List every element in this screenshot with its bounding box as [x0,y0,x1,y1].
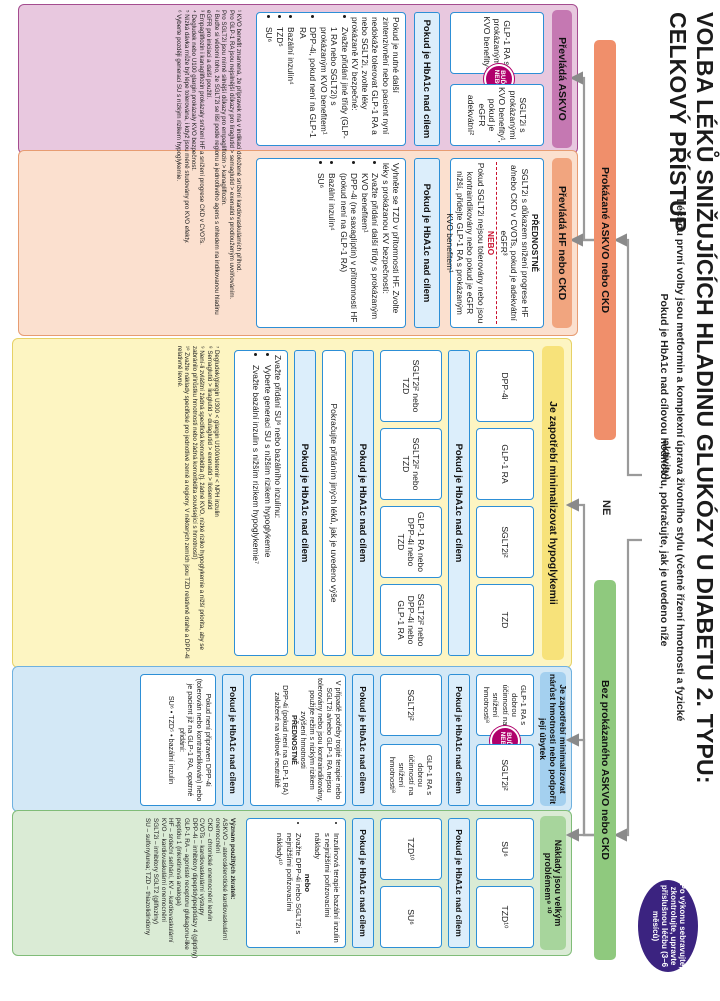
hf-text-box: Vyhněte se TZD v přítomnosti HF. Zvolte … [256,158,406,328]
cost-hba1c-2: Pokud je HbA1c nad cílem [352,818,374,948]
ascvd-sglt2-box: SGLT2i s prokázanými KVO benefity¹, poku… [450,84,544,146]
hypo-final-2: Vyberte generaci SU s nižším rizikem hyp… [263,365,273,651]
hf-nebo-label: NEBO [485,162,497,324]
abbrev-item-1: ASKVO – aterosklerotické kardiovaskulárn… [213,818,229,941]
hf-header: Převládá HF nebo CKD [552,158,572,328]
cost-l1-su: SU⁶ [476,818,534,880]
weight-final-list: SU⁶ • TZD⁵ • bazální inzulin [166,695,176,785]
abbrev-item-2: CKD – chronické onemocnění ledvin [205,818,213,922]
footnote-left-4: ² Buďte si vědomi toho, že SGLT2i se liš… [205,10,220,315]
weight-pref-text: DPP-4i (pokud není na GLP-1 RA) založené… [272,685,291,795]
cost-bullet-1: Inzulinová terapie bazální inzulin s nej… [313,833,342,943]
cost-nebo: nebo [303,873,313,893]
cost-l1-tzd: TZD¹⁰ [476,886,534,948]
branch-no-ascvd-ckd: Bez prokázaného ASKVO nebo CKD [594,580,616,960]
ascvd-text-box: Pokud je nutné další zintenzivnění nebo … [256,12,406,146]
cost-l2-tzd: TZD¹⁰ [380,818,442,880]
weight-l2-glp1: GLP-1 RA s dobrou účinností na snížení h… [380,744,442,806]
footnote-left-2: Pro GLP-1 RA jsou nejsilnější důkazy pro… [227,10,235,300]
hypo-l1-tzd: TZD [476,584,534,656]
cost-final-box: Inzulinová terapie bazální inzulin s nej… [246,818,346,948]
hf-pref-text: SGLT2i s důkazem snížení progrese HF a/n… [499,165,530,321]
branch-proven-ascvd-ckd: Prokázané ASKVO nebo CKD [594,40,616,440]
hypo-l1-dpp4: DPP-4i [476,350,534,422]
hf-hba1c-box: Pokud je HbA1c nad cílem [414,158,440,328]
review-circle: Po výkonu sebravujte, zkontrolujte, upra… [638,880,698,972]
footnotes-left: ¹ KVO benefit znamená, že přípravek má v… [175,10,243,330]
hf-alt-text: Pokud SGLT2i nejsou tolerovány nebo jsou… [445,162,486,324]
ne-label: NE [600,500,612,516]
footnote-mid-1: ⁷ Degludek/glargin U300 < glargin U100/d… [213,346,220,517]
hf-bullet-2: DPP-4i (ne saxagliptin) v přítomnosti HF… [339,173,359,323]
weight-hba1c-3: Pokud je HbA1c nad cílem [222,674,244,806]
hypo-hba1c-2: Pokud je HbA1c nad cílem [352,350,374,656]
hf-pref-title: PŘEDNOSTNĚ [530,213,540,273]
footnote-mid-4: ¹⁰ Zvažte náklady specifické pro jednotl… [175,346,191,659]
hf-bullet-3: Bazální inzulin⁴ [327,173,338,323]
hf-bullet-1: Zvažte přidání další třídy s prokázaným … [360,173,380,323]
ascvd-text-intro: Pokud je nutné další zintenzivnění nebo … [350,17,401,135]
ascvd-bullet-4: TZD⁵ [275,27,285,141]
weight-pref-title: PŘEDNOSTNĚ [290,715,300,765]
hypo-l2-2: SGLT2i² nebo TZD [380,428,442,500]
weight-l1-sglt2: SGLT2i² [476,744,534,806]
abbrev-item-4: DPP-4i – inhibitory dipeptidylpeptidázy … [190,818,198,959]
weight-final-intro: Pokud není připraven DPP-4i (tolerován n… [177,678,213,802]
footnote-left-3: Pro SGLT2i jsou mírně silnější důkazy pr… [220,10,228,206]
cost-l2-su: SU⁶ [380,886,442,948]
cost-hba1c-1: Pokud je HbA1c nad cílem [448,818,470,948]
weight-pref-intro: V případě potřeby trojité terapie nebo S… [298,678,343,802]
hf-bullet-4: SU⁶ [316,173,326,323]
abbreviations: Význam použitých zkratek: ASKVO – ateros… [144,818,236,968]
footnote-left-1: ¹ KVO benefit znamená, že přípravek má v… [235,10,242,273]
abbrev-title: Význam použitých zkratek: [229,818,236,900]
cost-bullet-2: Zvažte DPP-4i nebo SGLT2i s nejnižšími p… [275,833,304,943]
footnotes-mid: ⁷ Degludek/glargin U300 < glargin U100/d… [175,346,220,662]
hypo-l2-4: SGLT2i² nebo DPP-4i nebo GLP-1 RA [380,584,442,656]
hypo-hba1c-3: Pokud je HbA1c nad cílem [294,350,316,656]
intro-line-2: Pokud je HbA1c nad cílovou hodnotou, pok… [658,293,670,647]
cost-header: Náklady jsou velkým problémem⁹ ¹⁰ [540,816,566,950]
footnote-left-7: ⁵ Nízká dávka může být lépe tolerována, … [182,10,190,244]
abbrev-item-9: SU – sulfonylurea; TZD – thiazolidindion… [144,818,152,936]
ascvd-bullet-1: Zvažte přidání jiné třídy (GLP-1 RA nebo… [319,27,350,141]
hypo-final-1: Zvažte přidání SU⁶ nebo bazálního inzuli… [273,355,283,519]
weight-hba1c-1: Pokud je HbA1c nad cílem [448,674,470,806]
weight-l2-sglt2: SGLT2i² [380,674,442,736]
weight-final-box: Pokud není připraven DPP-4i (tolerován n… [140,674,216,806]
hypo-l1-glp1: GLP-1 RA [476,428,534,500]
weight-pref-box: V případě potřeby trojité terapie nebo S… [250,674,346,806]
ascvd-bullet-2: DPP-4i, pokud není na GLP-1 RA [298,27,318,141]
hypo-header: Je zapotřebí minimalizovat hypoglykemii [542,346,564,660]
hypo-continue-box: Pokračujte přidáním jiných léků, jak je … [322,350,346,656]
hypo-l1-sglt2: SGLT2i² [476,506,534,578]
abbrev-item-5: GLP-1 RA – agonisté receptoru glukagonu-… [175,818,190,950]
abbrev-item-6: HF – srdeční selhání, KV – kardiovaskulá… [167,818,175,943]
footnote-mid-2: ⁸ Semaglutid > liraglutid > dulaglutid >… [205,346,213,510]
weight-hba1c-2: Pokud je HbA1c nad cílem [352,674,374,806]
abbrev-item-7: KVO – kardiovaskulární onemocnění [159,818,167,923]
ascvd-bullet-5: SU⁶ [264,27,274,141]
footnote-mid-3: ⁹ Není-li zvláštní žádná specifická komo… [190,346,206,650]
abbrev-item-8: SGLT2i – inhibitory SGLT2 (glifloziny) [152,818,160,924]
hypo-l2-3: GLP-1 RA nebo DPP-4i nebo TZD [380,506,442,578]
weight-header: Je zapotřebí minimalizovat nárůst hmotno… [538,672,568,806]
footnote-left-6: ⁴ Degludek nebo U100 glargin prokázaly K… [190,10,198,171]
hf-pref-box: PŘEDNOSTNĚ SGLT2i s důkazem snížení prog… [445,158,544,328]
hypo-hba1c-1: Pokud je HbA1c nad cílem [448,350,470,656]
ascvd-bullet-3: Bazální inzulin⁴ [286,27,297,141]
footnote-left-5: ³ Empagliflozin i kanagliflozin prokázal… [197,10,205,245]
hf-text-intro: Vyhněte se TZD v přítomnosti HF. Zvolte … [380,163,401,314]
ascvd-hba1c-box: Pokud je HbA1c nad cílem [414,12,440,146]
hypo-l2-1: SGLT2i² nebo TZD [380,350,442,422]
footnote-left-8: ⁶ Vyberte později generaci SU s nízkým r… [175,10,183,182]
abbrev-item-3: CVOTs – kardiovaskulární výstupy [198,818,206,916]
hypo-final-3: Zvažte bazální inzulin s nižším rizikem … [251,365,262,651]
hypo-final-box: Zvažte přidání SU⁶ nebo bazálního inzuli… [234,350,288,656]
ascvd-header: Převládá ASKVO [552,10,572,148]
